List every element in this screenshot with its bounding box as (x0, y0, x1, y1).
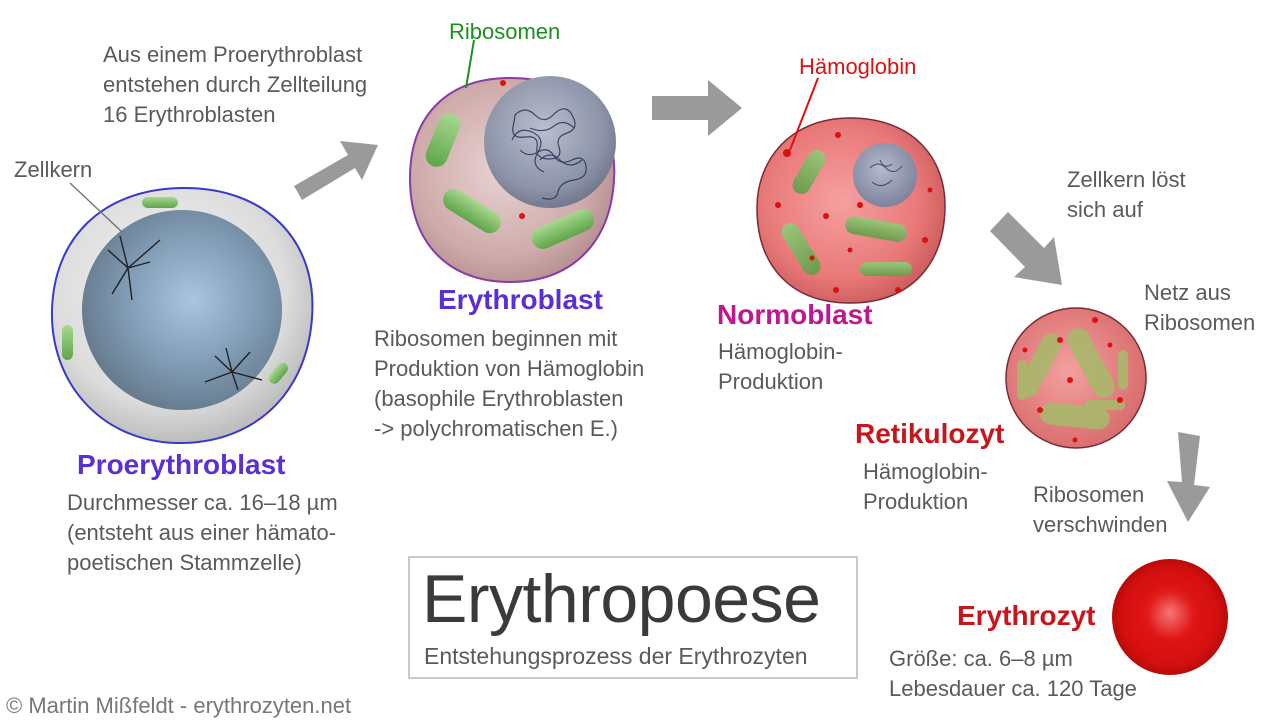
text-line: Aus einem Proerythroblast (103, 42, 363, 67)
text-line: (basophile Erythroblasten (374, 386, 624, 411)
erythrozyt-title: Erythrozyt (957, 600, 1096, 631)
normoblast-nucleus (853, 143, 917, 207)
retikulozyt-hemoglobin-dots (1022, 317, 1123, 443)
text-line: Produktion (718, 369, 824, 394)
text-line: Durchmesser ca. 16–18 µm (67, 490, 338, 515)
retikulozyt-ribosome-network (1017, 328, 1128, 430)
arrow-normoblast-to-retikulozyt-icon (990, 212, 1062, 285)
erythroblast-ribosome (443, 188, 501, 234)
proerythroblast-ribosome (268, 362, 288, 384)
arrow-retikulozyt-to-erythrozyt-icon (1167, 432, 1210, 522)
retikulozyt-title: Retikulozyt (855, 418, 1005, 449)
text-line: Ribosomen (1144, 310, 1256, 335)
normoblast-description: Hämoglobin- Produktion (718, 337, 843, 397)
proerythroblast-description: Durchmesser ca. 16–18 µm (entsteht aus e… (67, 488, 338, 578)
erythroblast-nucleus (484, 76, 616, 208)
erythrozyt-center (1140, 582, 1200, 642)
text-line: Hämoglobin- (863, 459, 988, 484)
text-line: Produktion von Hämoglobin (374, 356, 645, 381)
proerythroblast-cell (50, 182, 314, 445)
erythrozyt-description: Größe: ca. 6–8 µm Lebesdauer ca. 120 Tag… (889, 644, 1137, 704)
transition-text-retikulozyt: Ribosomen verschwinden (1033, 480, 1168, 540)
text-line: entstehen durch Zellteilung (103, 72, 368, 97)
zellkern-pointer (69, 182, 123, 233)
text-line: sich auf (1067, 197, 1143, 222)
transition-text-normoblast: Zellkern löst sich auf (1067, 165, 1186, 225)
text-line: Produktion (863, 489, 969, 514)
haemoglobin-pointer (789, 77, 819, 151)
normoblast-cell (756, 77, 946, 304)
text-line: Netz aus (1144, 280, 1231, 305)
text-line: poetischen Stammzelle) (67, 550, 302, 575)
proerythroblast-chromatin (107, 235, 263, 391)
netz-aus-ribosomen-label: Netz aus Ribosomen (1144, 278, 1255, 338)
text-line: Lebesdauer ca. 120 Tage (889, 676, 1137, 701)
text-line: (entsteht aus einer hämato- (67, 520, 337, 545)
erythroblast-hemoglobin-dot (500, 80, 506, 86)
haemoglobin-label: Hämoglobin (799, 54, 917, 79)
page-title: Erythropoese (422, 561, 821, 637)
ribosomen-pointer (465, 39, 475, 89)
proerythroblast-nucleus (82, 210, 282, 410)
copyright-notice: © Martin Mißfeldt - erythrozyten.net (6, 693, 352, 718)
erythroblast-cell (408, 39, 616, 284)
erythroblast-hemoglobin-dot (519, 213, 525, 219)
erythroblast-description: Ribosomen beginnen mit Produktion von Hä… (374, 324, 644, 444)
zellkern-label: Zellkern (14, 157, 93, 182)
page-subtitle: Entstehungsprozess der Erythrozyten (424, 643, 808, 669)
erythrozyt-cell (1112, 559, 1228, 675)
proerythroblast-ribosome (62, 325, 73, 360)
transition-arrows (294, 80, 1210, 522)
retikulozyt-cell (1005, 307, 1147, 449)
erythroblast-chromatin (511, 108, 587, 200)
text-line: Ribosomen beginnen mit (374, 326, 618, 351)
arrow-erythroblast-to-normoblast-icon (652, 80, 742, 136)
proerythroblast-title: Proerythroblast (77, 449, 286, 480)
text-line: Zellkern löst (1067, 167, 1186, 192)
erythroblast-ribosome (531, 209, 595, 249)
proerythroblast-ribosome (142, 197, 178, 208)
normoblast-ribosome (781, 223, 821, 275)
normoblast-membrane (756, 117, 946, 304)
retikulozyt-description: Hämoglobin- Produktion (863, 457, 988, 517)
normoblast-ribosome (792, 150, 826, 194)
text-line: Ribosomen (1033, 482, 1145, 507)
normoblast-ribosome (860, 262, 912, 276)
arrow-proerythroblast-to-erythroblast-icon (294, 141, 378, 200)
normoblast-title: Normoblast (717, 299, 873, 330)
ribosomen-label: Ribosomen (449, 19, 561, 44)
normoblast-chromatin (869, 159, 903, 186)
text-line: 16 Erythroblasten (103, 102, 276, 127)
erythroblast-title: Erythroblast (438, 284, 603, 315)
normoblast-hemoglobin-dots (775, 132, 933, 293)
text-line: Größe: ca. 6–8 µm (889, 646, 1073, 671)
text-line: Hämoglobin- (718, 339, 843, 364)
text-line: -> polychromatischen E.) (374, 416, 618, 441)
erythroblast-ribosome (425, 113, 461, 167)
title-box: Erythropoese Entstehungsprozess der Eryt… (408, 556, 858, 679)
transition-text-proerythroblast: Aus einem Proerythroblast entstehen durc… (103, 40, 367, 130)
text-line: verschwinden (1033, 512, 1168, 537)
normoblast-ribosome (845, 216, 907, 242)
